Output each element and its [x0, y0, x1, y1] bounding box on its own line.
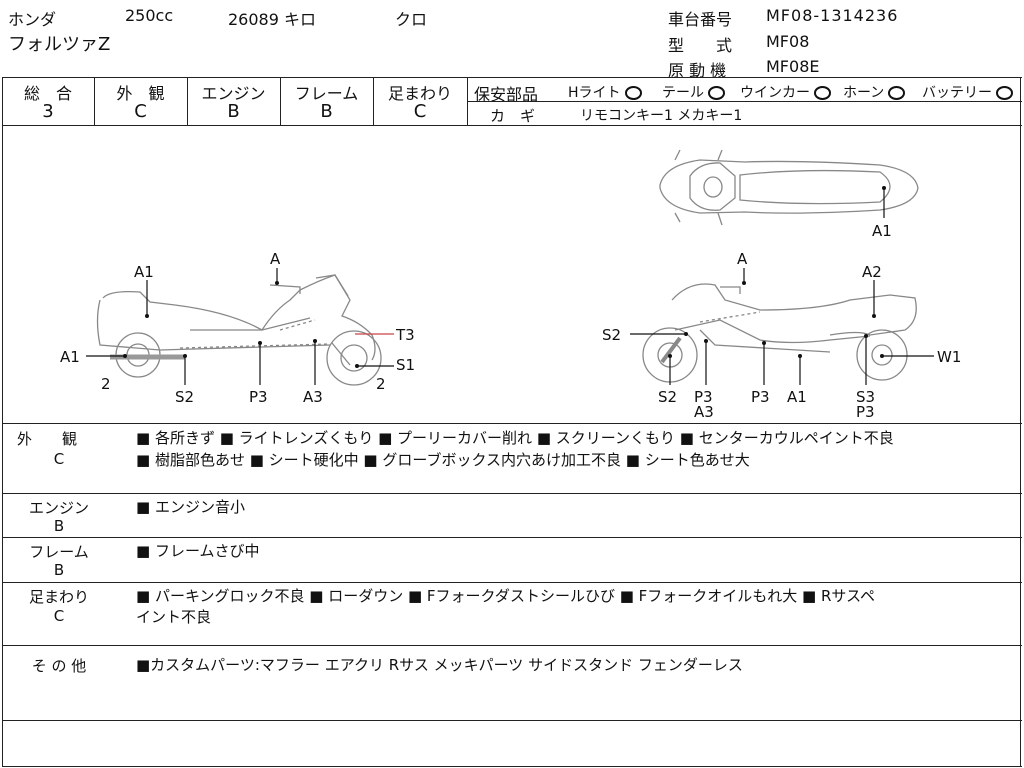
damage-diagram: A1 A A1 T3 S1 2 S2 P3 A3 2 A1 A A2 S2: [60, 149, 961, 421]
ok-circle-icon: [888, 86, 906, 100]
grade-label-engine: エンジン: [201, 84, 266, 103]
displacement: 250cc: [125, 6, 174, 25]
section-text: ■ フレームさび中: [136, 542, 260, 560]
marker-label: A: [737, 250, 748, 268]
safety-item-tail: テール: [662, 82, 725, 102]
section-label-frame: フレーム: [29, 543, 89, 561]
frame-no-value: MF08-1314236: [766, 6, 899, 25]
marker-label: P3: [751, 388, 770, 406]
section-text: ■ 各所きず ■ ライトレンズくもり ■ プーリーカバー削れ ■ スクリーンくも…: [136, 429, 894, 447]
ok-circle-icon: [814, 86, 831, 100]
marker-label: S1: [396, 356, 415, 374]
section-label-other: そ の 他: [31, 657, 87, 675]
section-text: ■カスタムパーツ:マフラー エアクリ Rサス メッキパーツ サイドスタンド フェ…: [136, 656, 743, 674]
scooter-right-side-drawing: [642, 283, 917, 383]
safety-label: 保安部品: [474, 85, 539, 104]
marker-label: A3: [694, 403, 714, 421]
marker-label: A1: [134, 263, 154, 281]
section-grade-engine: B: [53, 517, 65, 535]
marker-label: P3: [249, 388, 268, 406]
mileage: 26089 キロ: [228, 10, 316, 29]
marker-label: A1: [872, 222, 892, 240]
scooter-top-view-drawing: [659, 149, 919, 226]
marker-label: W1: [937, 348, 961, 366]
keys-value: リモコンキー1 メカキー1: [580, 108, 743, 124]
grade-value-exterior: C: [134, 101, 147, 122]
divider: [2, 720, 1022, 721]
grade-label-frame: フレーム: [294, 84, 359, 103]
type-value: MF08: [766, 32, 810, 51]
divider: [2, 645, 1022, 646]
marker-label: S2: [658, 388, 677, 406]
section-text: イント不良: [136, 608, 212, 626]
marker-label: S2: [175, 388, 194, 406]
grade-value-suspension: C: [413, 101, 427, 122]
divider: [467, 77, 468, 125]
grade-label-suspension: 足まわり: [387, 84, 452, 103]
divider: [2, 582, 1022, 583]
divider: [94, 77, 95, 125]
divider: [2, 493, 1022, 494]
marker-label: P3: [694, 388, 713, 406]
section-label-exterior: 外 観: [16, 430, 77, 448]
marker-label: A: [270, 250, 281, 268]
frame-no-label: 車台番号: [668, 10, 733, 29]
grade-value-engine: B: [227, 101, 240, 122]
section-label-suspension: 足まわり: [28, 588, 89, 606]
safety-item-winker: ウインカー: [740, 82, 831, 102]
ok-circle-icon: [708, 86, 725, 100]
maker: ホンダ: [8, 10, 57, 29]
divider: [2, 766, 1022, 767]
divider: [373, 77, 374, 125]
model-name: フォルツァZ: [8, 34, 111, 55]
damage-markers-left: A1 A A1 T3 S1 2 S2 P3 A3 2: [60, 250, 415, 406]
divider: [280, 77, 281, 125]
section-grade-suspension: C: [53, 607, 65, 625]
divider: [2, 125, 1022, 126]
grade-value-frame: B: [320, 101, 333, 122]
keys-label: カ ギ: [490, 107, 536, 125]
section-grade-frame: B: [53, 561, 65, 579]
section-label-engine: エンジン: [28, 499, 89, 517]
divider: [1020, 77, 1021, 766]
damage-markers-right: A1 A A2 S2 W1 S2 P3 A3 P3 A1 S3 P3: [602, 186, 961, 421]
divider: [2, 77, 1022, 78]
scooter-left-side-drawing: [96, 274, 382, 386]
section-text: ■ エンジン音小: [136, 498, 245, 516]
divider: [2, 77, 3, 766]
divider: [468, 101, 1022, 102]
section-text: ■ パーキングロック不良 ■ ローダウン ■ Fフォークダストシールひび ■ F…: [136, 587, 876, 605]
divider: [2, 537, 1022, 538]
grade-value-total: 3: [42, 101, 54, 122]
section-grade-exterior: C: [53, 450, 65, 468]
engine-label: 原 動 機: [668, 61, 727, 80]
grade-label-exterior: 外 観: [116, 84, 165, 103]
marker-label: S3: [856, 388, 875, 406]
safety-item-headlight: Hライト: [568, 82, 642, 102]
marker-label: 2: [101, 375, 111, 393]
grade-label-total: 総 合: [23, 84, 72, 103]
color: クロ: [395, 10, 428, 29]
engine-value: MF08E: [766, 57, 820, 76]
marker-label: A1: [60, 348, 80, 366]
marker-label: A2: [862, 263, 882, 281]
safety-item-battery: バッテリー: [922, 82, 1013, 102]
type-label: 型 式: [668, 36, 733, 55]
marker-label: A3: [303, 388, 323, 406]
divider: [187, 77, 188, 125]
ok-circle-icon: [996, 86, 1013, 100]
marker-label: A1: [787, 388, 807, 406]
marker-label: P3: [856, 403, 875, 421]
safety-item-horn: ホーン: [843, 82, 906, 102]
marker-label: T3: [395, 326, 415, 344]
divider: [2, 423, 1022, 424]
marker-label: 2: [376, 375, 386, 393]
marker-label: S2: [602, 326, 621, 344]
section-text: ■ 樹脂部色あせ ■ シート硬化中 ■ グローブボックス内穴あけ加工不良 ■ シ…: [136, 451, 750, 469]
ok-circle-icon: [624, 86, 642, 100]
